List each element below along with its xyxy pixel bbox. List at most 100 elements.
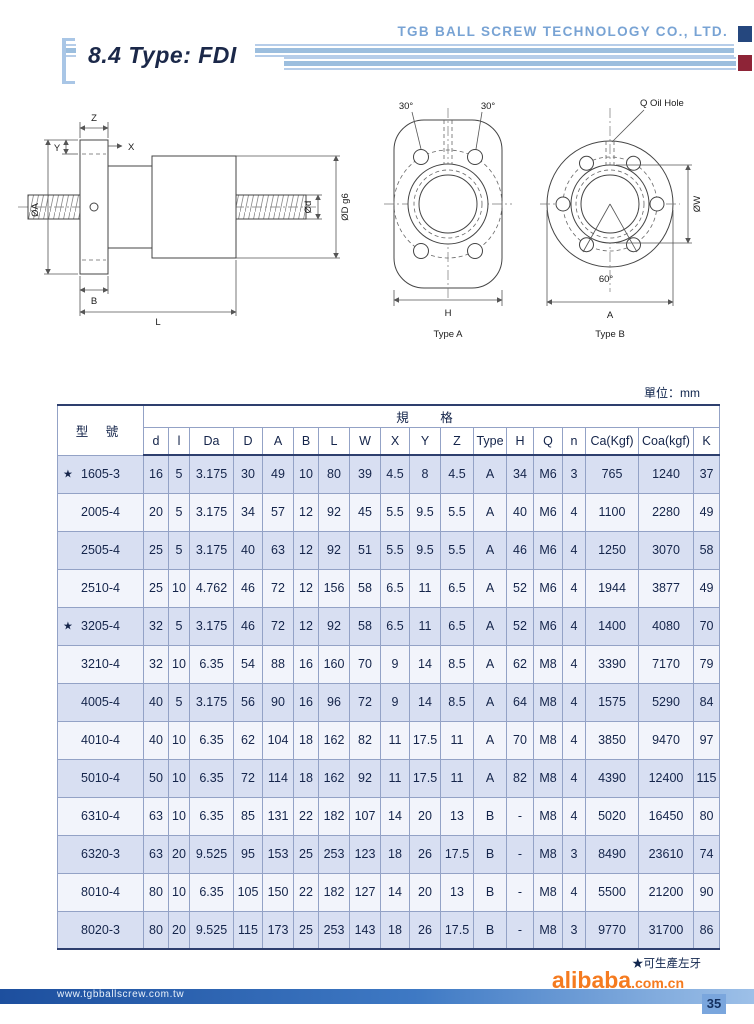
spec-cell: 1944 [585,568,639,608]
spec-cell: 21200 [638,872,694,912]
spec-cell: 20 [409,872,441,912]
spec-cell: 17.5 [440,834,474,874]
side-view-drawing: Z X Y ØA Ød ØD g6 [18,113,351,328]
spec-cell: 1100 [585,492,639,532]
model-cell: 2005-4 [57,492,144,532]
column-header: n [562,426,586,456]
spec-cell: 1240 [638,454,694,494]
spec-cell: 20 [168,910,190,950]
spec-cell: 17.5 [440,910,474,950]
spec-cell: 1250 [585,530,639,570]
spec-cell: 80 [692,796,721,836]
column-header: K [692,426,721,456]
spec-cell: 4 [562,872,586,912]
model-number: 4010-4 [81,733,120,747]
model-cell: 6320-3 [57,834,144,874]
spec-cell: A [473,568,507,608]
technical-drawings: Z X Y ØA Ød ØD g6 [18,98,703,340]
model-number: 3210-4 [81,657,120,671]
spec-cell: 72 [262,606,294,646]
spec-cell: 12 [293,530,319,570]
spec-cell: 72 [233,758,263,798]
dim-label-y: Y [54,143,61,154]
model-number: 1605-3 [81,467,120,481]
spec-cell: 49 [692,492,721,532]
model-number: 2505-4 [81,543,120,557]
spec-cell: 26 [409,834,441,874]
spec-cell: M8 [533,644,563,684]
spec-cell: 10 [293,454,319,494]
alibaba-logo: alibaba.com.cn [552,967,684,994]
model-cell: 3210-4 [57,644,144,684]
footer-bar [0,989,754,1004]
spec-cell: A [473,454,507,494]
spec-cell: 123 [349,834,381,874]
spec-cell: 4 [562,682,586,722]
spec-cell: 10 [168,644,190,684]
title-bracket-decor [62,38,75,84]
column-header: l [168,426,190,456]
spec-cell: 11 [409,606,441,646]
section-title-box: 8.4 Type: FDI [76,36,255,77]
spec-cell: 153 [262,834,294,874]
oil-hole-label: Q Oil Hole [640,98,684,109]
angle-label-30-left: 30° [399,101,414,112]
dim-label-h: H [445,308,452,319]
spec-cell: 3 [562,910,586,950]
spec-cell: A [473,606,507,646]
spec-cell: 6.5 [380,568,410,608]
spec-cell: 16 [293,682,319,722]
spec-cell: M6 [533,568,563,608]
column-header: d [143,426,169,456]
spec-cell: M8 [533,872,563,912]
spec-cell: 8 [409,454,441,494]
spec-cell: 9.5 [409,530,441,570]
spec-cell: 11 [380,720,410,760]
navy-corner-square [738,26,752,42]
spec-cell: 92 [318,530,350,570]
spec-cell: 40 [143,682,169,722]
spec-cell: 4 [562,720,586,760]
spec-cell: 5290 [638,682,694,722]
spec-cell: 4 [562,758,586,798]
spec-cell: M8 [533,682,563,722]
spec-cell: 1575 [585,682,639,722]
spec-cell: 6.5 [380,606,410,646]
model-cell: 5010-4 [57,758,144,798]
spec-cell: M6 [533,530,563,570]
spec-cell: 2280 [638,492,694,532]
spec-cell: 82 [349,720,381,760]
spec-cell: 88 [262,644,294,684]
spec-cell: 51 [349,530,381,570]
column-header: Q [533,426,563,456]
alibaba-logo-text: alibaba [551,967,632,993]
spec-cell: 9.525 [189,834,234,874]
spec-cell: 8490 [585,834,639,874]
angle-label-60: 60° [599,274,614,285]
model-number: 4005-4 [81,695,120,709]
spec-cell: 40 [233,530,263,570]
column-header: H [506,426,534,456]
spec-cell: 22 [293,796,319,836]
column-header: D [233,426,263,456]
spec-cell: 104 [262,720,294,760]
spec-cell: 14 [409,682,441,722]
type-b-caption: Type B [595,329,625,340]
spec-cell: 20 [409,796,441,836]
spec-cell: 4390 [585,758,639,798]
spec-cell: 90 [692,872,721,912]
spec-cell: 143 [349,910,381,950]
spec-cell: 14 [409,644,441,684]
spec-cell: 105 [233,872,263,912]
spec-cell: 9770 [585,910,639,950]
model-number: 2510-4 [81,581,120,595]
spec-cell: 74 [692,834,721,874]
spec-cell: 40 [143,720,169,760]
spec-cell: 182 [318,796,350,836]
spec-cell: 253 [318,910,350,950]
spec-cell: 52 [506,568,534,608]
spec-cell: 32 [143,644,169,684]
